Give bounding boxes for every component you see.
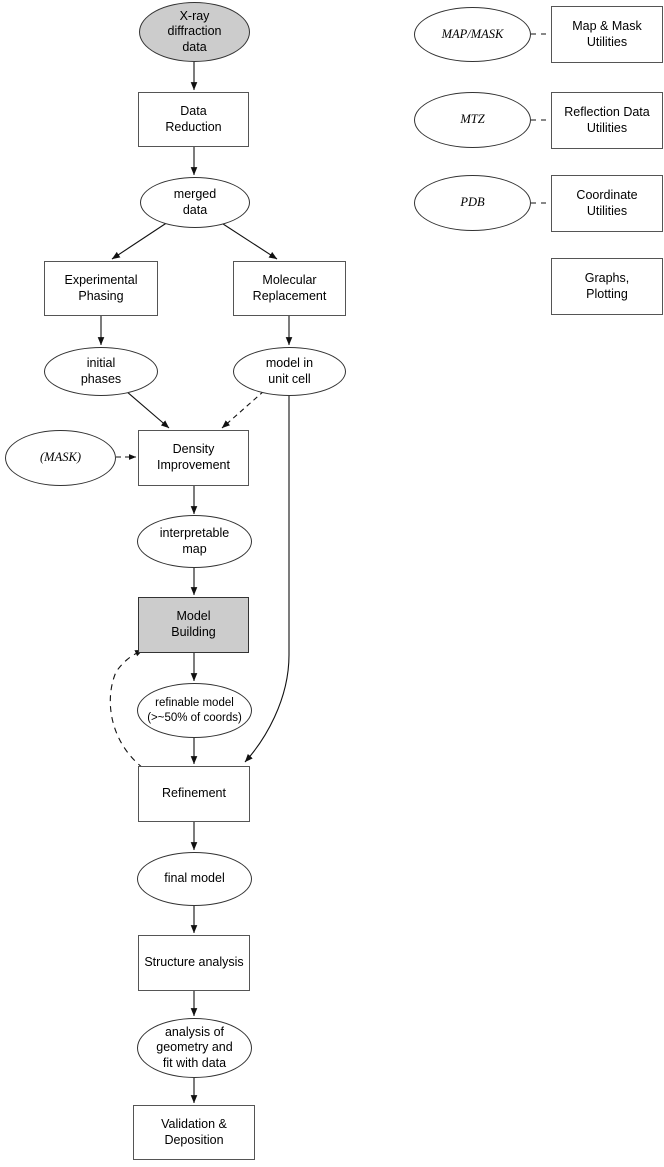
legend-box-label: Graphs, Plotting xyxy=(584,270,630,301)
node-label: initial phases xyxy=(80,355,122,386)
legend-oval-map-mask[interactable]: MAP/MASK xyxy=(414,7,531,62)
legend-box-map-mask-utilities[interactable]: Map & Mask Utilities xyxy=(551,6,663,63)
node-merged-data[interactable]: merged data xyxy=(140,177,250,228)
node-experimental-phasing[interactable]: Experimental Phasing xyxy=(44,261,158,316)
node-analysis-geometry-fit[interactable]: analysis of geometry and fit with data xyxy=(137,1018,252,1078)
node-final-model[interactable]: final model xyxy=(137,852,252,906)
legend-box-label: Coordinate Utilities xyxy=(576,187,638,218)
node-label: Validation & Deposition xyxy=(161,1116,227,1147)
legend-box-reflection-data-utilities[interactable]: Reflection Data Utilities xyxy=(551,92,663,149)
node-label: Density Improvement xyxy=(157,442,230,472)
node-label: Model Building xyxy=(171,609,216,639)
node-initial-phases[interactable]: initial phases xyxy=(44,347,158,396)
node-molecular-replacement[interactable]: Molecular Replacement xyxy=(233,261,346,316)
node-refinement[interactable]: Refinement xyxy=(138,766,250,822)
node-label: Structure analysis xyxy=(144,955,244,970)
node-label: (MASK) xyxy=(40,450,81,465)
node-density-improvement[interactable]: Density Improvement xyxy=(138,430,249,486)
node-validation-deposition[interactable]: Validation & Deposition xyxy=(133,1105,255,1160)
legend-box-coordinate-utilities[interactable]: Coordinate Utilities xyxy=(551,175,663,232)
legend-box-label: Map & Mask Utilities xyxy=(572,18,642,49)
node-data-reduction[interactable]: Data Reduction xyxy=(138,92,249,147)
legend-box-graphs-plotting[interactable]: Graphs, Plotting xyxy=(551,258,663,315)
node-label: analysis of geometry and fit with data xyxy=(156,1024,233,1070)
node-label: final model xyxy=(164,871,225,886)
node-xray-diffraction-data[interactable]: X-ray diffraction data xyxy=(139,2,250,62)
node-label: refinable model (>~50% of coords) xyxy=(147,697,242,724)
legend-oval-label: MTZ xyxy=(460,112,485,127)
node-label: X-ray diffraction data xyxy=(167,8,222,54)
node-mask[interactable]: (MASK) xyxy=(5,430,116,486)
legend-oval-mtz[interactable]: MTZ xyxy=(414,92,531,148)
node-label: Experimental Phasing xyxy=(64,272,138,303)
node-model-in-unit-cell[interactable]: model in unit cell xyxy=(233,347,346,396)
node-label: Molecular Replacement xyxy=(252,272,327,303)
node-label: Refinement xyxy=(162,786,226,801)
node-refinable-model[interactable]: refinable model (>~50% of coords) xyxy=(137,683,252,738)
legend-oval-label: PDB xyxy=(460,195,485,210)
node-label: merged data xyxy=(173,186,217,217)
node-label: interpretable map xyxy=(159,525,230,556)
node-interpretable-map[interactable]: interpretable map xyxy=(137,515,252,568)
legend-box-label: Reflection Data Utilities xyxy=(564,104,650,135)
node-structure-analysis[interactable]: Structure analysis xyxy=(138,935,250,991)
node-model-building[interactable]: Model Building xyxy=(138,597,249,653)
legend-oval-pdb[interactable]: PDB xyxy=(414,175,531,231)
node-label: model in unit cell xyxy=(265,355,314,386)
legend-oval-label: MAP/MASK xyxy=(441,26,504,41)
node-label: Data Reduction xyxy=(165,103,222,134)
